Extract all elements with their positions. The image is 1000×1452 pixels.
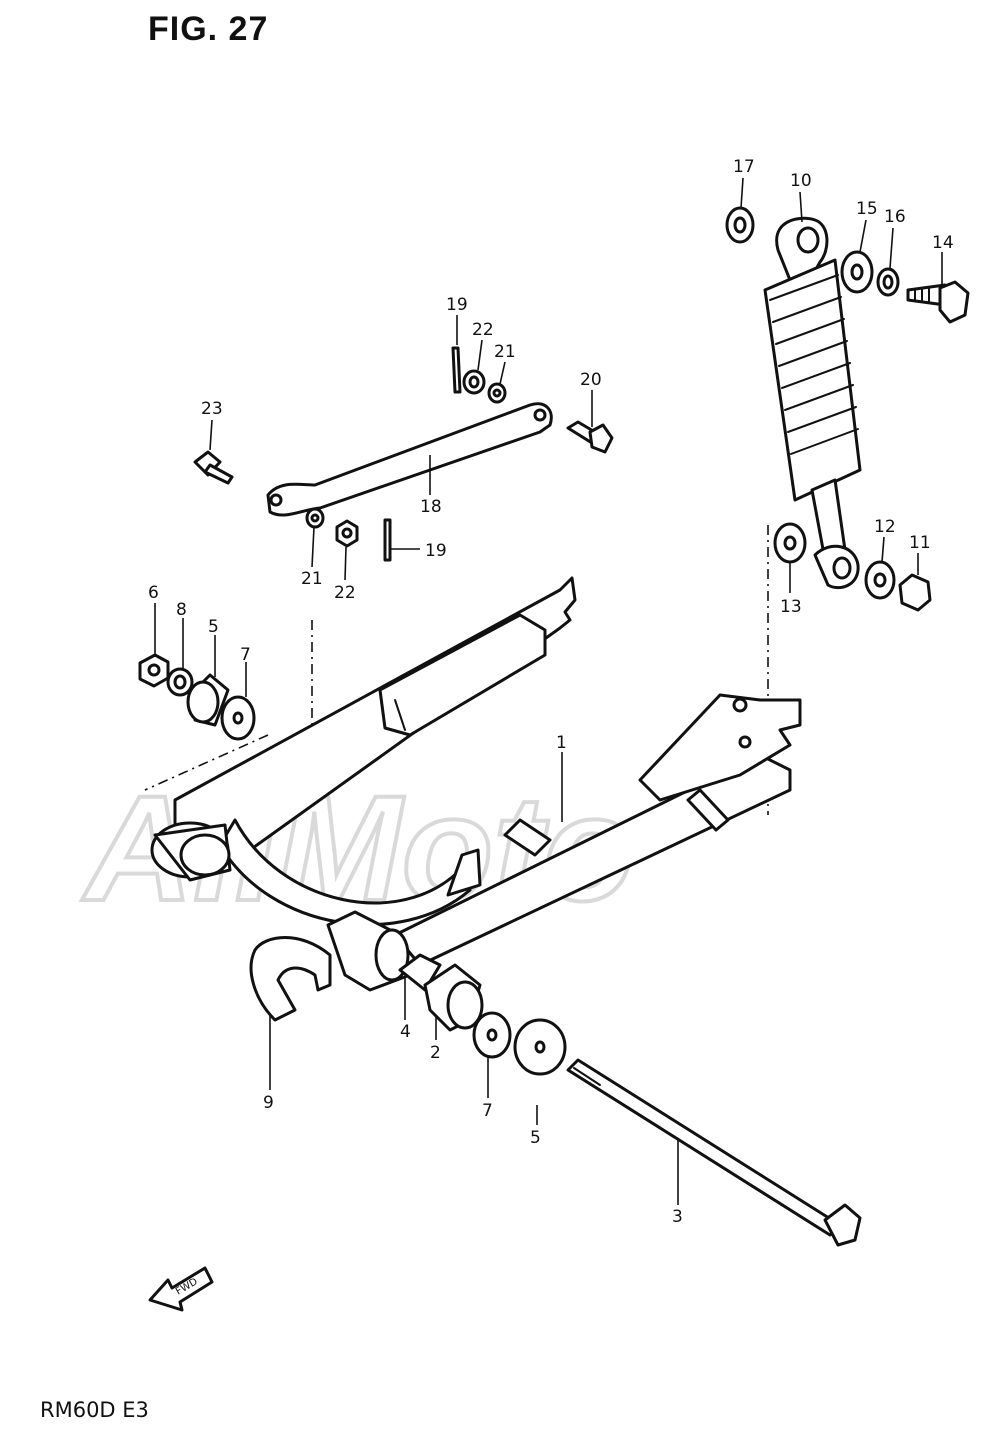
leader-22b xyxy=(344,546,347,581)
callout-7-upper: 7 xyxy=(240,645,251,665)
callout-10: 10 xyxy=(790,171,812,191)
leader-16 xyxy=(889,227,894,269)
part-9-cover xyxy=(249,936,332,1022)
part-12-washer xyxy=(864,560,896,600)
part-22-nut-upper xyxy=(462,369,486,395)
part-13-washer xyxy=(773,522,807,564)
callout-19-lower: 19 xyxy=(425,541,447,561)
part-16-lock-washer xyxy=(876,267,900,297)
callout-5-upper: 5 xyxy=(208,617,219,637)
callout-8: 8 xyxy=(176,600,187,620)
callout-19-upper: 19 xyxy=(446,295,468,315)
leader-22a xyxy=(477,339,483,371)
callout-6: 6 xyxy=(148,583,159,603)
callout-11: 11 xyxy=(909,533,931,553)
leader-21a xyxy=(499,361,506,385)
centerline-pivot xyxy=(144,734,269,791)
callout-16: 16 xyxy=(884,207,906,227)
part-14-bolt xyxy=(906,280,970,324)
part-17-washer xyxy=(725,206,755,244)
part-23-bolt xyxy=(193,450,234,485)
leader-12 xyxy=(881,536,885,563)
part-2-bushing xyxy=(423,963,484,1032)
leader-21b xyxy=(311,526,315,568)
part-5-spacer-lower xyxy=(513,1018,567,1076)
callout-13: 13 xyxy=(780,597,802,617)
part-7-washer-lower xyxy=(472,1011,512,1059)
callout-1: 1 xyxy=(556,733,567,753)
callout-4: 4 xyxy=(400,1022,411,1042)
swing-arm xyxy=(150,576,802,992)
part-19-pin-upper xyxy=(451,346,462,394)
leader-10 xyxy=(799,191,803,223)
callout-5-lower: 5 xyxy=(530,1128,541,1148)
callout-22-upper: 22 xyxy=(472,320,494,340)
model-code: RM60D E3 xyxy=(40,1398,149,1422)
part-19-pin-lower xyxy=(383,518,392,562)
leader-15 xyxy=(859,219,867,253)
part-11-nut xyxy=(898,573,932,612)
part-15-washer xyxy=(840,250,874,294)
leader-17 xyxy=(740,177,744,209)
part-6-nut xyxy=(138,653,170,688)
part-21-washer-lower xyxy=(305,507,325,529)
callout-2: 2 xyxy=(430,1043,441,1063)
callout-12: 12 xyxy=(874,517,896,537)
callout-21-lower: 21 xyxy=(301,569,323,589)
callout-3: 3 xyxy=(672,1207,683,1227)
part-5-spacer-upper xyxy=(186,673,230,727)
callout-15: 15 xyxy=(856,199,878,219)
callout-9: 9 xyxy=(263,1093,274,1113)
callout-17: 17 xyxy=(733,157,755,177)
part-3-pivot-bolt xyxy=(566,1058,862,1247)
part-10-shock-absorber xyxy=(763,216,862,590)
callout-18: 18 xyxy=(420,497,442,517)
callout-21-upper: 21 xyxy=(494,342,516,362)
callout-20: 20 xyxy=(580,370,602,390)
part-8-washer xyxy=(166,667,194,697)
callout-14: 14 xyxy=(932,233,954,253)
part-22-nut-lower xyxy=(335,519,359,548)
part-7-washer-upper xyxy=(220,695,256,741)
part-21-washer-upper xyxy=(487,382,507,404)
figure-title: FIG. 27 xyxy=(148,10,269,48)
callout-22-lower: 22 xyxy=(334,583,356,603)
leader-23 xyxy=(209,419,213,451)
callout-7-lower: 7 xyxy=(482,1101,493,1121)
callout-23: 23 xyxy=(201,399,223,419)
part-20-bolt xyxy=(566,420,614,454)
part-18-torque-rod xyxy=(266,402,553,517)
fwd-arrow: FWD xyxy=(148,1266,214,1312)
